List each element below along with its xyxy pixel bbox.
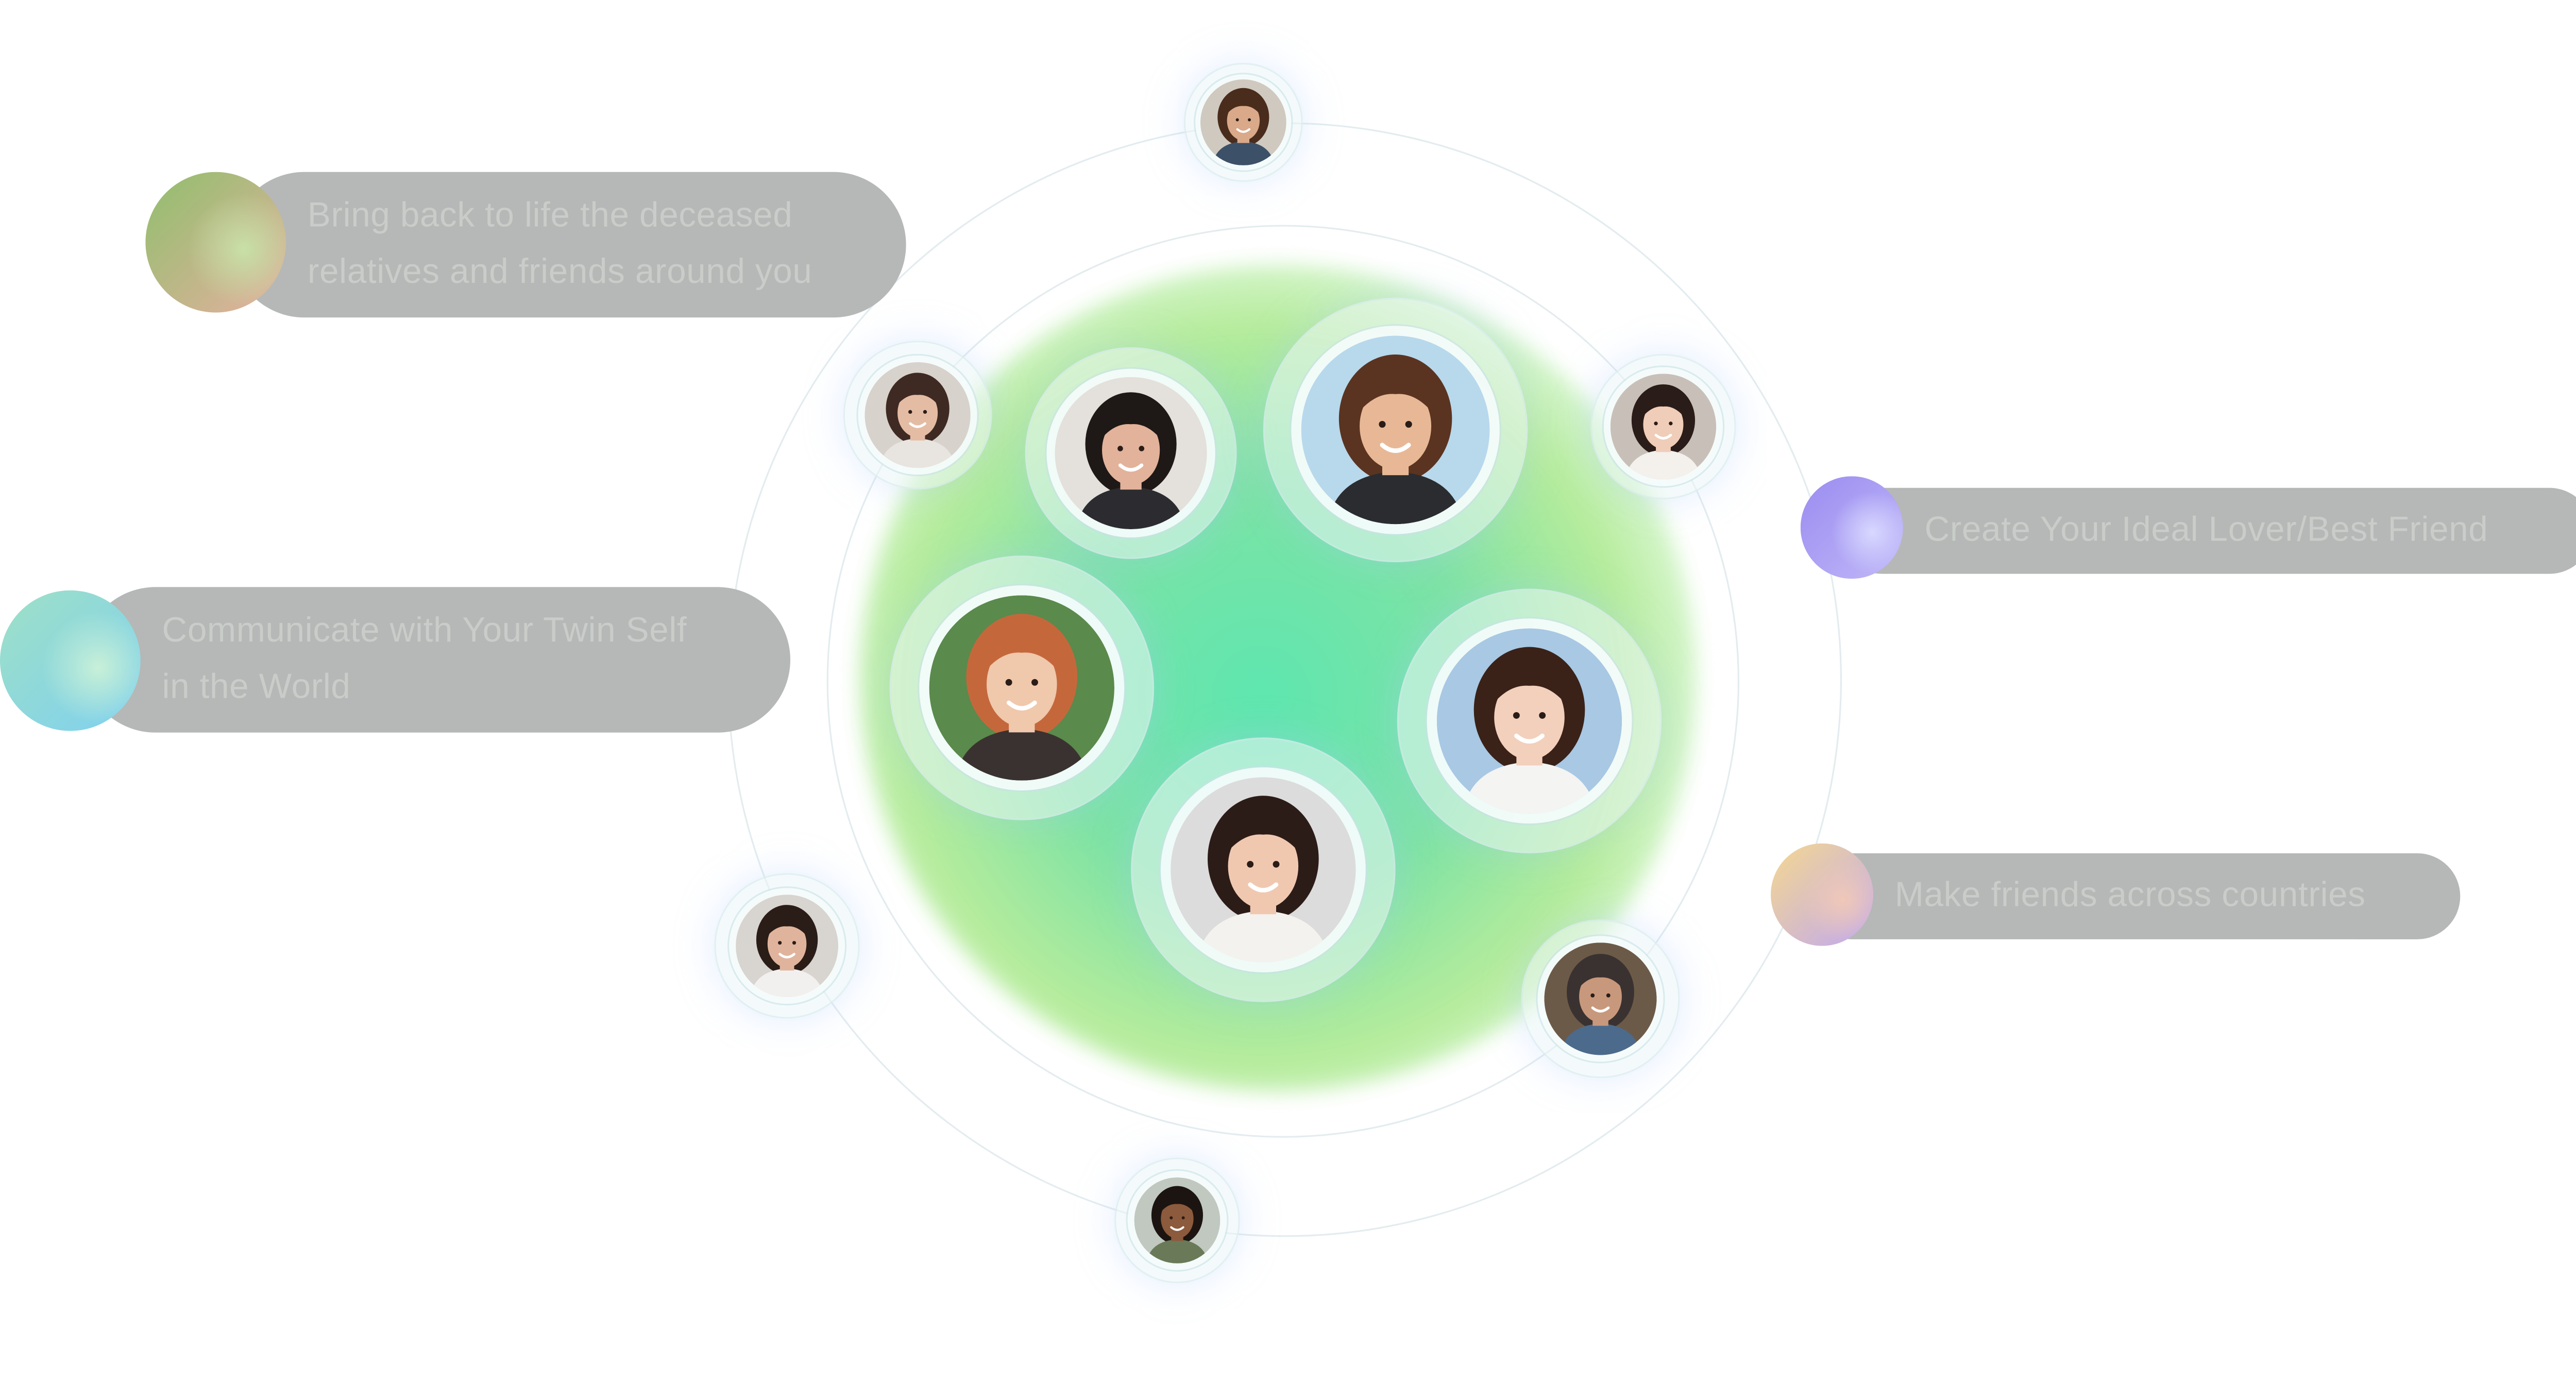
feature-pill-twin-self[interactable]: Communicate with Your Twin Self in the W… — [82, 587, 790, 733]
portrait-icon — [1436, 628, 1622, 814]
portrait-icon — [865, 362, 971, 468]
feature-label: Make friends across countries — [1894, 876, 2366, 915]
avatar-center-man-left[interactable] — [1025, 347, 1237, 559]
avatar-center-man-right[interactable] — [1263, 297, 1528, 563]
portrait-icon — [1610, 374, 1717, 480]
feature-pill-ideal-lover[interactable]: Create Your Ideal Lover/Best Friend — [1838, 487, 2576, 574]
portrait-icon — [929, 595, 1115, 781]
avatar-left-upper[interactable] — [843, 341, 992, 490]
avatar-center-woman-right[interactable] — [1397, 588, 1662, 853]
gradient-orb-icon — [145, 172, 286, 313]
avatar-top[interactable] — [1183, 62, 1303, 182]
feature-label: Communicate with Your Twin Self in the W… — [162, 612, 687, 706]
portrait-icon — [1171, 777, 1356, 963]
avatar-bottom[interactable] — [1114, 1157, 1240, 1284]
gradient-orb-icon — [1771, 843, 1874, 946]
portrait-icon — [1200, 79, 1286, 165]
gradient-orb-icon — [1800, 476, 1903, 579]
portrait-icon — [1055, 377, 1207, 529]
avatar-right-upper[interactable] — [1590, 353, 1736, 500]
portrait-icon — [1301, 335, 1490, 525]
feature-label: Create Your Ideal Lover/Best Friend — [1924, 511, 2488, 549]
avatar-center-woman-left[interactable] — [889, 555, 1155, 820]
feature-pill-bring-back[interactable]: Bring back to life the deceased relative… — [231, 172, 906, 318]
avatar-right-lower[interactable] — [1521, 919, 1680, 1078]
avatar-center-woman-bottom[interactable] — [1131, 737, 1396, 1002]
portrait-icon — [1134, 1177, 1221, 1263]
gradient-orb-icon — [0, 590, 141, 731]
portrait-icon — [736, 895, 839, 998]
orbit-ring-inner — [826, 225, 1740, 1138]
portrait-icon — [1544, 942, 1657, 1055]
avatar-left-lower[interactable] — [714, 873, 860, 1019]
feature-pill-make-friends[interactable]: Make friends across countries — [1808, 853, 2461, 939]
feature-label: Bring back to life the deceased relative… — [307, 196, 812, 291]
